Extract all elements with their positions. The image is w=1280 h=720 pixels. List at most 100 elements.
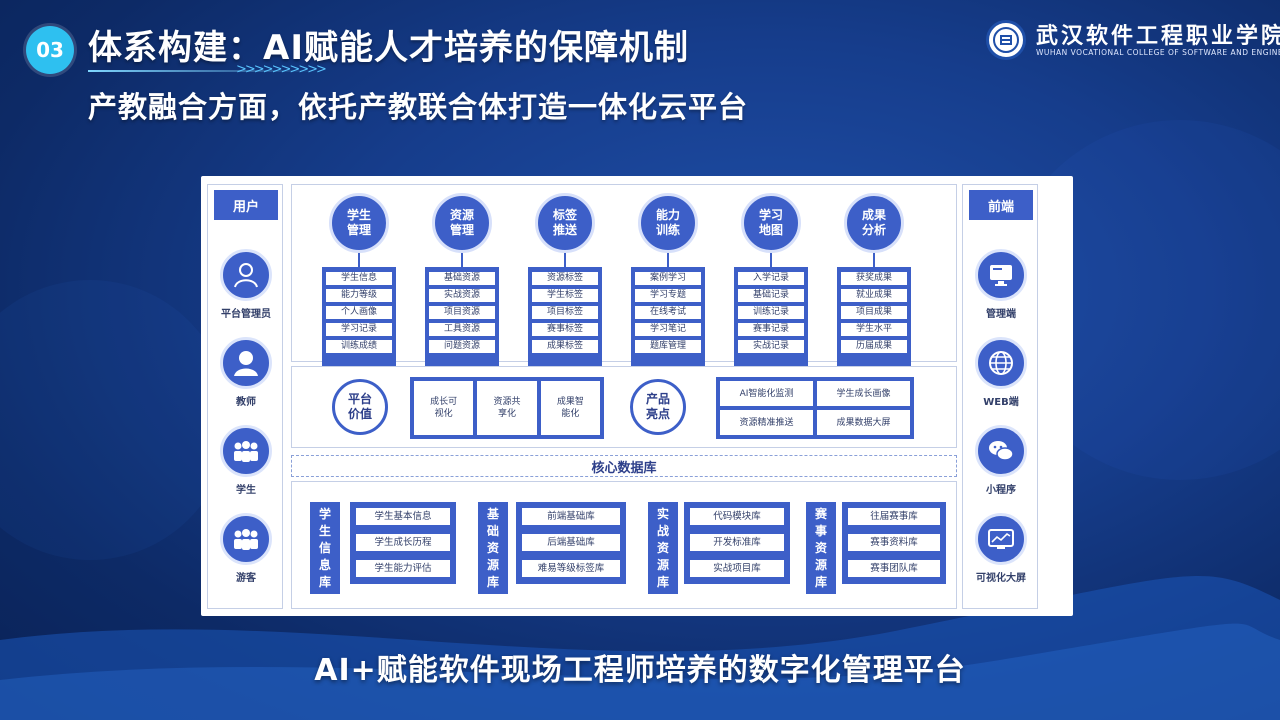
db-group-title: 学 生 信 息 库 <box>310 502 340 594</box>
platform-value-label: 平台 价值 <box>332 379 388 435</box>
frontend-label: 管理端 <box>986 309 1016 320</box>
modules-panel: 学生 管理 学生信息 能力等级 个人画像 学习记录 训练成绩 资源 管理 基础资… <box>291 184 957 367</box>
frontend-admin: 管理端 <box>963 249 1039 320</box>
module-item: 资源标签 <box>532 272 598 285</box>
students-icon <box>220 425 272 477</box>
product-highlights-label: 产品 亮点 <box>630 379 686 435</box>
college-name: 武汉软件工程职业学院 <box>1036 23 1280 49</box>
platform-value-items: 成长可 视化 资源共 享化 成果智 能化 <box>410 377 604 439</box>
db-item: 前端基础库 <box>522 508 620 525</box>
module-item: 历届成果 <box>841 340 907 353</box>
product-highlight-item: 资源精准推送 <box>720 410 813 435</box>
module-items: 入学记录 基础记录 训练记录 赛事记录 实战记录 <box>734 267 808 367</box>
chevron-decoration-icon: >>>>>>>>>> <box>236 62 327 77</box>
db-item: 实战项目库 <box>690 560 784 577</box>
module-item: 学习记录 <box>326 323 392 336</box>
module-item: 实战记录 <box>738 340 804 353</box>
module-item: 赛事记录 <box>738 323 804 336</box>
module-connector <box>873 251 875 267</box>
college-name-en: WUHAN VOCATIONAL COLLEGE OF SOFTWARE AND… <box>1036 48 1280 57</box>
user-label: 平台管理员 <box>221 309 271 320</box>
platform-value-item: 资源共 享化 <box>477 381 537 435</box>
module-item: 获奖成果 <box>841 272 907 285</box>
page-title: 体系构建：AI赋能人才培养的保障机制 <box>88 28 689 68</box>
module-item: 训练记录 <box>738 306 804 319</box>
module-item: 学生信息 <box>326 272 392 285</box>
module-item: 在线考试 <box>635 306 701 319</box>
monitor-icon <box>975 249 1027 301</box>
platform-architecture-diagram: 用户 平台管理员 教师 学生 游客 前端 <box>201 176 1073 616</box>
db-item: 赛事团队库 <box>848 560 940 577</box>
module-connector <box>564 251 566 267</box>
module-item: 案例学习 <box>635 272 701 285</box>
db-item: 往届赛事库 <box>848 508 940 525</box>
module-item: 学习专题 <box>635 289 701 302</box>
module-item: 赛事标签 <box>532 323 598 336</box>
db-item: 学生基本信息 <box>356 508 450 525</box>
screen-icon <box>975 513 1027 565</box>
db-item: 难易等级标签库 <box>522 560 620 577</box>
user-label: 教师 <box>236 397 256 408</box>
frontend-miniprogram: 小程序 <box>963 425 1039 496</box>
title-underline <box>88 70 318 72</box>
user-admin: 平台管理员 <box>208 249 284 320</box>
module-item: 基础资源 <box>429 272 495 285</box>
module-item: 个人画像 <box>326 306 392 319</box>
module-title: 资源 管理 <box>432 193 492 253</box>
module-items: 案例学习 学习专题 在线考试 学习笔记 题库管理 <box>631 267 705 367</box>
user-student: 学生 <box>208 425 284 496</box>
diagram-caption: AI+赋能软件现场工程师培养的数字化管理平台 <box>314 653 966 688</box>
module-items: 学生信息 能力等级 个人画像 学习记录 训练成绩 <box>322 267 396 367</box>
db-item: 代码模块库 <box>690 508 784 525</box>
core-database-panel: 学 生 信 息 库 学生基本信息 学生成长历程 学生能力评估 基 础 资 源 库… <box>291 481 957 609</box>
globe-icon <box>975 337 1027 389</box>
db-item: 学生能力评估 <box>356 560 450 577</box>
module-title: 学生 管理 <box>329 193 389 253</box>
module-item: 题库管理 <box>635 340 701 353</box>
module-title: 学习 地图 <box>741 193 801 253</box>
module-connector <box>667 251 669 267</box>
frontend-bigscreen: 可视化大屏 <box>963 513 1039 584</box>
wechat-icon <box>975 425 1027 477</box>
module-item: 能力等级 <box>326 289 392 302</box>
frontend-label: 可视化大屏 <box>976 573 1026 584</box>
college-emblem-icon <box>986 20 1026 60</box>
module-connector <box>358 251 360 267</box>
frontend-column: 前端 管理端 WEB端 小程序 可视化大屏 <box>962 184 1038 609</box>
frontend-web: WEB端 <box>963 337 1039 408</box>
db-item: 后端基础库 <box>522 534 620 551</box>
module-item: 入学记录 <box>738 272 804 285</box>
module-item: 就业成果 <box>841 289 907 302</box>
user-visitor: 游客 <box>208 513 284 584</box>
product-highlights-items: AI智能化监测 学生成长画像 资源精准推送 成果数据大屏 <box>716 377 914 439</box>
module-title: 成果 分析 <box>844 193 904 253</box>
db-group-items: 代码模块库 开发标准库 实战项目库 <box>684 502 790 584</box>
module-item: 学生标签 <box>532 289 598 302</box>
platform-value-item: 成果智 能化 <box>540 381 600 435</box>
admin-icon <box>220 249 272 301</box>
visitors-icon <box>220 513 272 565</box>
db-group-title: 赛 事 资 源 库 <box>806 502 836 594</box>
page-subtitle: 产教融合方面，依托产教联合体打造一体化云平台 <box>88 90 749 124</box>
module-item: 问题资源 <box>429 340 495 353</box>
teacher-icon <box>220 337 272 389</box>
module-item: 项目标签 <box>532 306 598 319</box>
frontend-heading: 前端 <box>969 190 1033 220</box>
user-teacher: 教师 <box>208 337 284 408</box>
db-group-items: 前端基础库 后端基础库 难易等级标签库 <box>516 502 626 584</box>
db-item: 学生成长历程 <box>356 534 450 551</box>
module-items: 获奖成果 就业成果 项目成果 学生水平 历届成果 <box>837 267 911 367</box>
module-connector <box>461 251 463 267</box>
module-title: 能力 训练 <box>638 193 698 253</box>
module-items: 基础资源 实战资源 项目资源 工具资源 问题资源 <box>425 267 499 367</box>
module-item: 训练成绩 <box>326 340 392 353</box>
module-item: 学习笔记 <box>635 323 701 336</box>
db-group-title: 实 战 资 源 库 <box>648 502 678 594</box>
users-column: 用户 平台管理员 教师 学生 游客 <box>207 184 283 609</box>
product-highlight-item: 学生成长画像 <box>817 381 910 406</box>
core-database-title: 核心数据库 <box>291 455 957 477</box>
db-group-items: 往届赛事库 赛事资料库 赛事团队库 <box>842 502 946 584</box>
section-number-badge: 03 <box>26 26 74 74</box>
value-highlights-panel: 平台 价值 成长可 视化 资源共 享化 成果智 能化 产品 亮点 AI智能化监测… <box>291 366 957 448</box>
module-item: 项目成果 <box>841 306 907 319</box>
